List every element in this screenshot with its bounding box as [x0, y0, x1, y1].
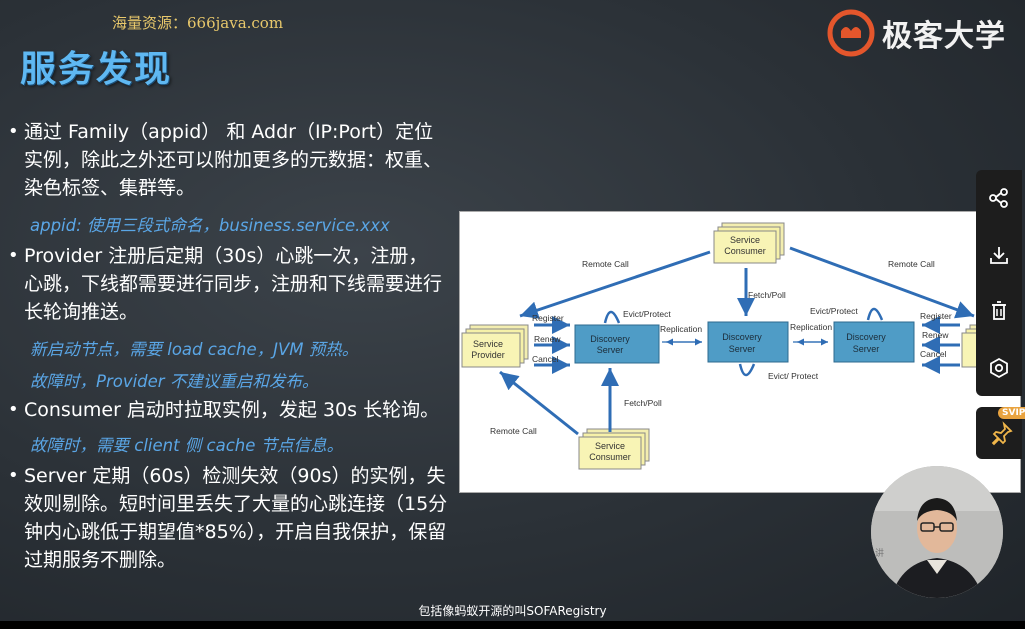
- share-button[interactable]: [985, 184, 1013, 212]
- download-button[interactable]: [985, 241, 1013, 269]
- ds-left-line1: Discovery: [590, 334, 630, 344]
- note-load-cache: 新启动节点，需要 load cache，JVM 预热。: [30, 340, 359, 359]
- label-evict-center: Evict/ Protect: [768, 371, 819, 381]
- label-remote-call-right: Remote Call: [888, 259, 935, 269]
- trash-icon: [992, 301, 1006, 321]
- note-client-cache: 故障时，需要 client 侧 cache 节点信息。: [30, 436, 344, 455]
- side-toolbar: [976, 170, 1022, 396]
- logo-mark-icon: [827, 9, 875, 57]
- delete-button[interactable]: [985, 297, 1013, 325]
- video-subtitle: 包括像蚂蚁开源的叫SOFARegistry: [418, 604, 607, 618]
- architecture-diagram: Service Consumer Service Consumer Servic…: [459, 211, 1025, 493]
- diagram-arrows: [499, 246, 975, 436]
- label-remote-call-left: Remote Call: [582, 259, 629, 269]
- bullet-item-2: Provider 注册后定期（30s）心跳一次，注册，心跳，下线都需要进行同步，…: [8, 242, 444, 326]
- ds-center-line1: Discovery: [722, 332, 762, 342]
- service-provider-left: Service Provider: [461, 324, 529, 368]
- label-register-right: Register: [920, 311, 952, 321]
- bullet-list: 通过 Family（appid） 和 Addr（IP:Port）定位实例，除此之…: [8, 118, 458, 574]
- instructor-video[interactable]: 讲: [871, 466, 1003, 598]
- pin-button[interactable]: [990, 421, 1014, 449]
- label-cancel-right: Cancel: [920, 349, 947, 359]
- geekbang-logo: 极客大学: [826, 8, 1006, 58]
- note-fault-provider: 故障时，Provider 不建议重启和发布。: [30, 372, 319, 391]
- label-register-left: Register: [532, 313, 564, 323]
- provider-left-line2: Provider: [471, 350, 505, 360]
- pin-icon: [991, 421, 1013, 446]
- bottom-bar: [0, 621, 1025, 629]
- discovery-server-center: Discovery Server: [707, 321, 789, 363]
- bullet-item-3: Consumer 启动时拉取实例，发起 30s 长轮询。: [8, 396, 458, 424]
- eye-icon: [990, 357, 1008, 378]
- video-caption: 讲: [875, 547, 884, 559]
- label-cancel-left: Cancel: [532, 354, 559, 364]
- label-fetch-top: Fetch/Poll: [748, 290, 786, 300]
- evict-loops: [603, 307, 884, 377]
- arrow-remote-call-bottom: [499, 370, 579, 436]
- arrow-remote-call-right: [789, 246, 975, 319]
- label-replication-left: Replication: [660, 324, 702, 334]
- label-evict-right: Evict/Protect: [810, 306, 858, 316]
- ds-right-line1: Discovery: [846, 332, 886, 342]
- note-appid: appid: 使用三段式命名，business.service.xxx: [30, 216, 390, 235]
- ds-left-line2: Server: [597, 345, 624, 355]
- provider-left-line1: Service: [473, 339, 503, 349]
- bullet-item-1: 通过 Family（appid） 和 Addr（IP:Port）定位实例，除此之…: [8, 118, 444, 202]
- watermark-text: 海量资源：666java.com: [112, 14, 284, 32]
- diagram-canvas: Service Consumer Service Consumer Servic…: [461, 222, 1025, 470]
- discovery-server-right: Discovery Server: [833, 321, 915, 363]
- consumer-top-line1: Service: [730, 235, 760, 245]
- ds-center-line2: Server: [729, 344, 756, 354]
- bullet-item-4: Server 定期（60s）检测失效（90s）的实例，失效则剔除。短时间里丢失了…: [8, 462, 454, 574]
- service-consumer-bottom: Service Consumer: [578, 428, 650, 470]
- discovery-server-left: Discovery Server: [574, 324, 660, 364]
- label-evict-left: Evict/Protect: [623, 309, 671, 319]
- consumer-bottom-line1: Service: [595, 441, 625, 451]
- label-replication-right: Replication: [790, 322, 832, 332]
- service-consumer-top: Service Consumer: [713, 222, 785, 264]
- consumer-top-line2: Consumer: [724, 246, 766, 256]
- label-renew-left: Renew: [534, 334, 561, 344]
- consumer-bottom-line2: Consumer: [589, 452, 631, 462]
- label-remote-call-bottom: Remote Call: [490, 426, 537, 436]
- label-renew-right: Renew: [922, 330, 949, 340]
- logo-text: 极客大学: [882, 19, 1006, 54]
- label-fetch-bottom: Fetch/Poll: [624, 398, 662, 408]
- slide-title: 服务发现: [20, 49, 173, 90]
- svip-badge: SVIP: [998, 407, 1025, 419]
- ds-right-line2: Server: [853, 344, 880, 354]
- download-icon: [990, 246, 1008, 264]
- instructor-avatar: 讲: [871, 466, 1003, 598]
- share-icon: [989, 188, 1008, 209]
- hide-button[interactable]: [985, 354, 1013, 382]
- arrow-remote-call-left: [519, 250, 711, 319]
